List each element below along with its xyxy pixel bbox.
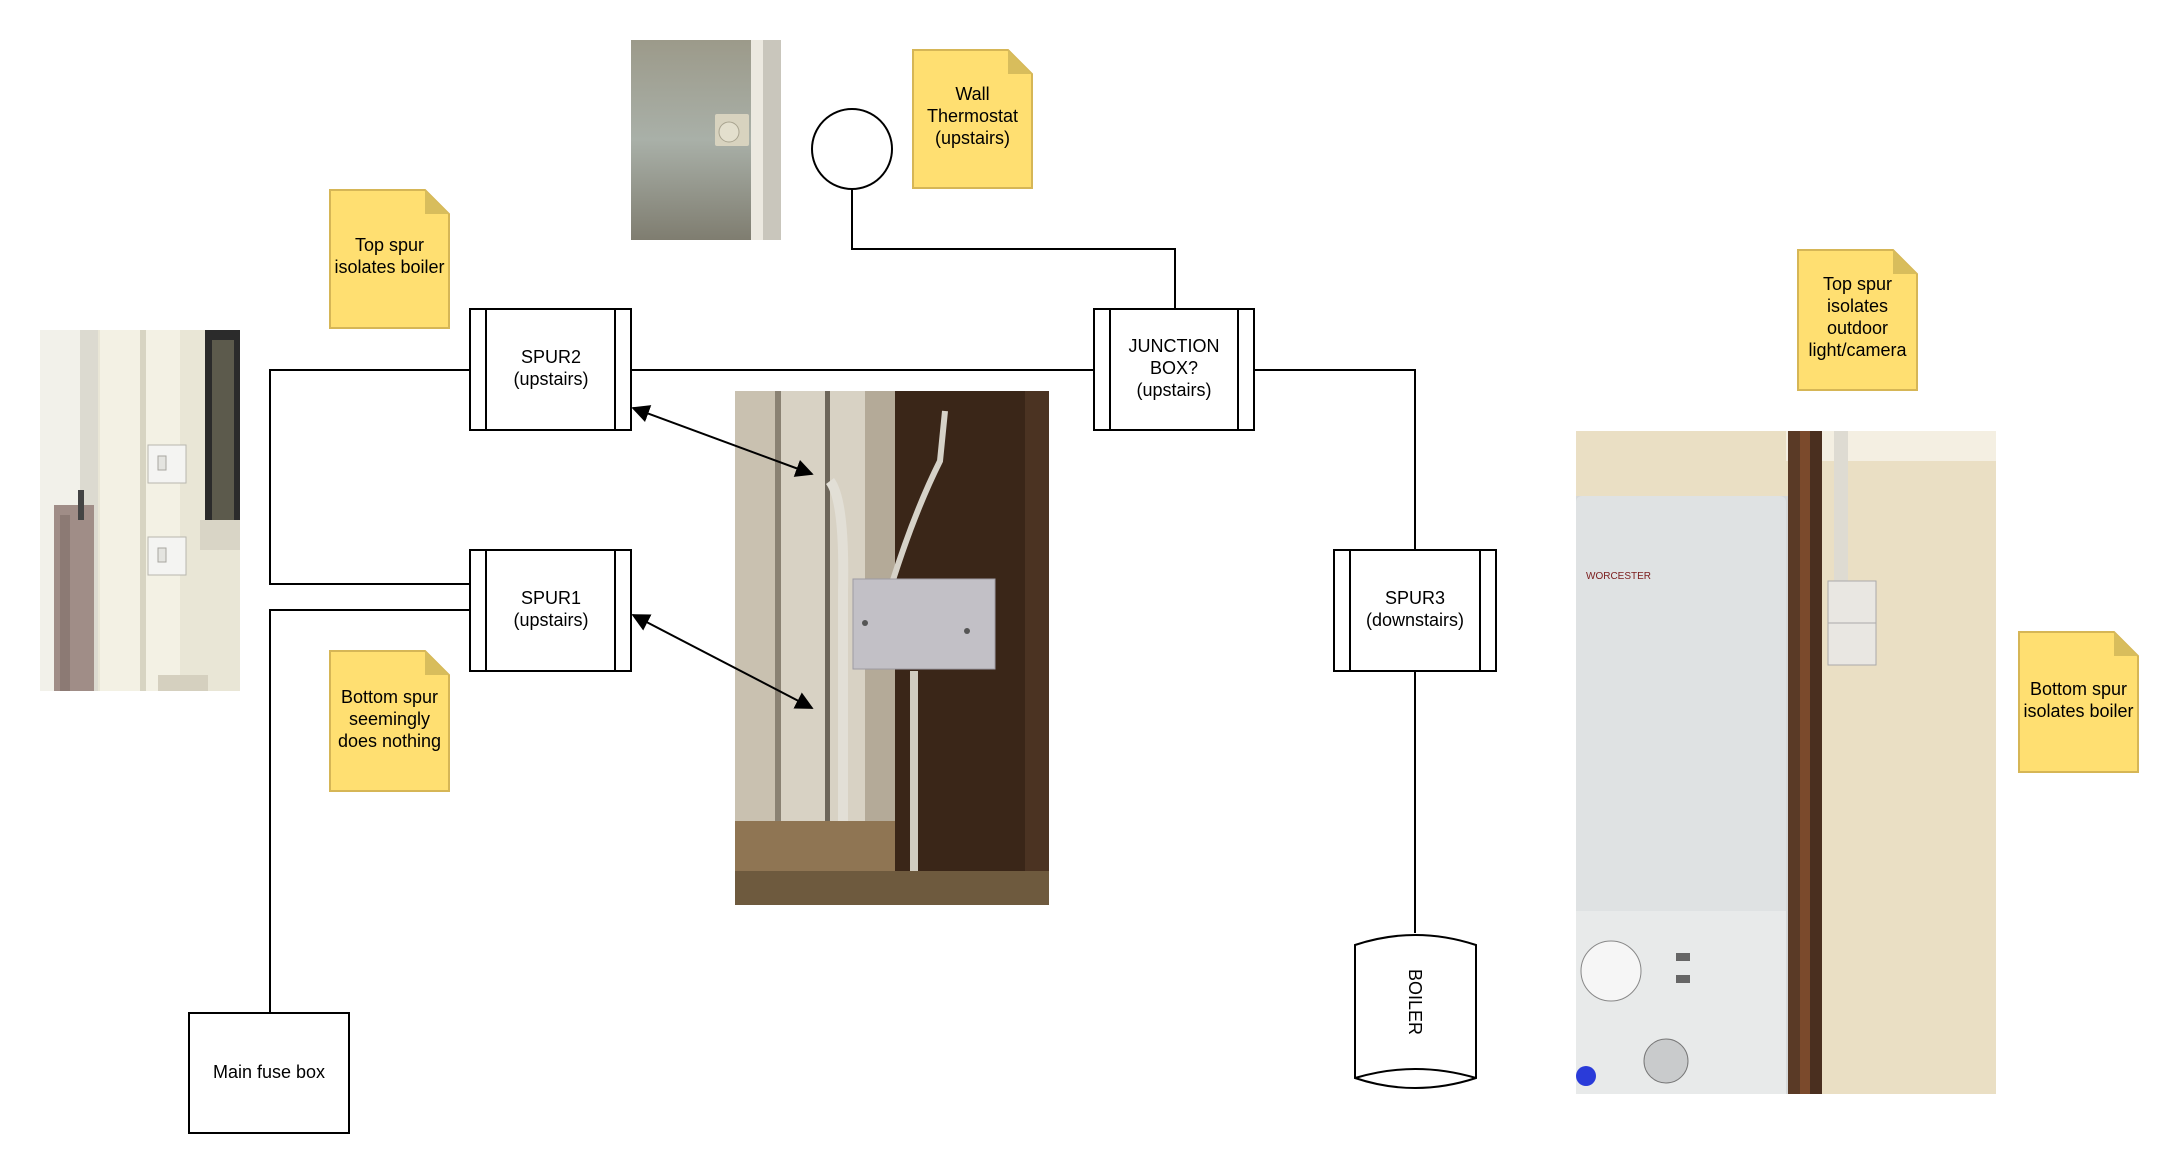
note-top-left-text: Top spur isolates boiler <box>334 235 445 277</box>
note-bottom-right-text: Bottom spur isolates boiler <box>2023 679 2134 721</box>
wire-junction-spur3 <box>1254 369 1416 550</box>
wire-spur1-fusebox <box>269 609 470 1013</box>
note-top-left[interactable]: Top spur isolates boiler <box>329 189 450 329</box>
note-top-right[interactable]: Top spur isolates outdoor light/camera <box>1797 249 1918 391</box>
junction-title: JUNCTION <box>1129 336 1220 356</box>
thermostat-node <box>811 108 893 190</box>
boiler-label: BOILER <box>1405 969 1425 1035</box>
junction-location: (upstairs) <box>1136 380 1211 400</box>
note-wall-thermostat-text: Wall Thermostat (upstairs) <box>926 84 1019 148</box>
wire-connections <box>269 189 1416 1013</box>
note-bottom-left-text: Bottom spur seemingly does nothing <box>337 687 442 751</box>
spur1-node <box>469 549 632 672</box>
spur2-subtitle: (upstairs) <box>513 369 588 389</box>
spur3-title: SPUR3 <box>1385 588 1445 608</box>
fusebox-node <box>188 1012 350 1134</box>
spur3-node <box>1333 549 1497 672</box>
junction-subtitle: BOX? <box>1150 358 1198 378</box>
boiler-node <box>1354 934 1477 1089</box>
spur2-title: SPUR2 <box>521 347 581 367</box>
note-bottom-left[interactable]: Bottom spur seemingly does nothing <box>329 650 450 792</box>
note-bottom-right[interactable]: Bottom spur isolates boiler <box>2018 631 2139 773</box>
spur1-title: SPUR1 <box>521 588 581 608</box>
spur2-node <box>469 308 632 431</box>
spur1-subtitle: (upstairs) <box>513 610 588 630</box>
wire-thermostat-junction <box>851 189 1176 309</box>
note-top-right-text: Top spur isolates outdoor light/camera <box>1808 274 1907 360</box>
junction-box-node <box>1093 308 1255 431</box>
spur3-subtitle: (downstairs) <box>1366 610 1464 630</box>
svg-text:WORCESTER: WORCESTER <box>1586 571 1651 582</box>
photo-thermostat <box>631 40 781 240</box>
wire-spur2-spur1-loop <box>269 369 470 585</box>
photo-boiler: WORCESTER <box>1576 431 1996 1094</box>
arrow-spur1-photo <box>631 614 814 709</box>
arrow-spur2-photo <box>631 405 814 477</box>
note-wall-thermostat[interactable]: Wall Thermostat (upstairs) <box>912 49 1033 189</box>
photo-upstairs-spurs <box>40 330 240 691</box>
fusebox-label: Main fuse box <box>213 1062 325 1082</box>
